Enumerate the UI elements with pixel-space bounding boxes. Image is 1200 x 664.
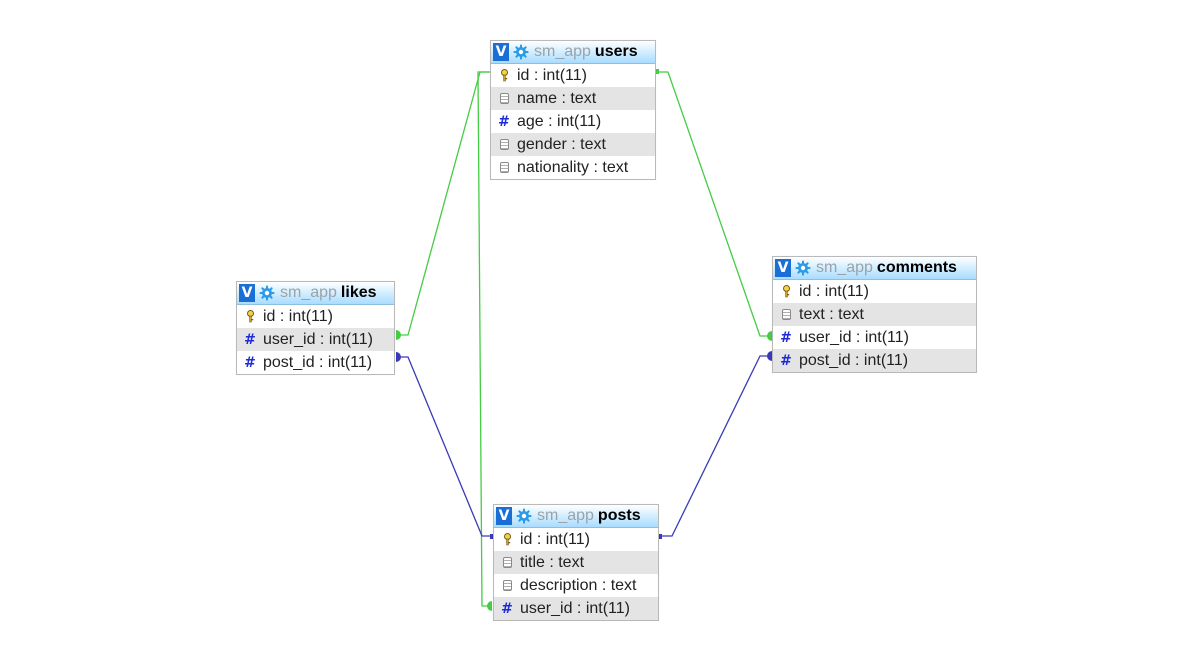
v-toggle-icon[interactable]: V [239,284,255,302]
column-list: id : int(11) title : text description : te… [494,528,658,620]
v-toggle-icon[interactable]: V [496,507,512,525]
table-likes[interactable]: V sm_app likes id : int(11) # user_id : in… [236,281,395,375]
table-column-row[interactable]: id : int(11) [491,64,655,87]
column-label: post_id : int(11) [263,353,373,371]
document-icon [500,555,514,571]
table-column-row[interactable]: # user_id : int(11) [494,597,658,620]
table-name: likes [340,284,377,301]
table-db-name: sm_app [816,259,873,276]
table-column-row[interactable]: # user_id : int(11) [237,328,394,351]
table-header[interactable]: V sm_app likes [237,282,394,305]
key-icon [497,68,511,84]
document-icon [500,578,514,594]
table-column-row[interactable]: gender : text [491,133,655,156]
table-users[interactable]: V sm_app users id : int(11) name : text # a… [490,40,656,180]
v-toggle-icon[interactable]: V [775,259,791,277]
column-label: text : text [799,305,864,323]
table-column-row[interactable]: # age : int(11) [491,110,655,133]
table-comments[interactable]: V sm_app comments id : int(11) text : tex… [772,256,977,373]
document-icon [779,307,793,323]
table-db-name: sm_app [537,507,594,524]
table-column-row[interactable]: # user_id : int(11) [773,326,976,349]
column-label: id : int(11) [263,307,333,325]
gear-icon[interactable] [515,507,533,525]
relation-end-marker [396,352,401,362]
table-column-row[interactable]: description : text [494,574,658,597]
table-db-name: sm_app [534,43,591,60]
column-label: description : text [520,576,637,594]
table-column-row[interactable]: text : text [773,303,976,326]
column-label: id : int(11) [520,530,590,548]
key-icon [243,309,257,325]
relation-end-marker [487,601,492,611]
column-list: id : int(11) name : text # age : int(11) gen… [491,64,655,179]
hash-icon: # [780,329,792,346]
column-list: id : int(11) # user_id : int(11) # post_id :… [237,305,394,374]
document-icon [497,91,511,107]
table-column-row[interactable]: nationality : text [491,156,655,179]
table-name: comments [876,259,957,276]
column-label: name : text [517,89,597,107]
table-column-row[interactable]: # post_id : int(11) [237,351,394,374]
relation-end-marker [396,330,401,340]
hash-icon: # [501,600,513,617]
gear-icon[interactable] [258,284,276,302]
table-column-row[interactable]: id : int(11) [494,528,658,551]
column-label: gender : text [517,135,606,153]
relation-comments-post-to-posts-id[interactable] [659,355,772,537]
table-header[interactable]: V sm_app posts [494,505,658,528]
table-header[interactable]: V sm_app users [491,41,655,64]
column-label: title : text [520,553,585,571]
table-column-row[interactable]: id : int(11) [773,280,976,303]
column-label: age : int(11) [517,112,602,130]
hash-icon: # [780,352,792,369]
table-name: posts [597,507,641,524]
hash-icon: # [244,331,256,348]
column-label: id : int(11) [517,66,587,84]
relation-likes-user-to-users-id[interactable] [396,71,490,336]
column-label: user_id : int(11) [263,330,373,348]
gear-icon[interactable] [794,259,812,277]
column-list: id : int(11) text : text # user_id : int(11… [773,280,976,372]
relation-comments-user-to-users-id[interactable] [656,71,772,337]
table-db-name: sm_app [280,284,337,301]
column-label: user_id : int(11) [520,599,630,617]
hash-icon: # [498,113,510,130]
table-name: users [594,43,638,60]
table-column-row[interactable]: id : int(11) [237,305,394,328]
document-icon [497,137,511,153]
column-label: post_id : int(11) [799,351,909,369]
v-toggle-icon[interactable]: V [493,43,509,61]
column-label: user_id : int(11) [799,328,909,346]
relation-likes-post-to-posts-id[interactable] [396,356,493,537]
table-column-row[interactable]: # post_id : int(11) [773,349,976,372]
column-label: id : int(11) [799,282,869,300]
gear-icon[interactable] [512,43,530,61]
key-icon [779,284,793,300]
table-posts[interactable]: V sm_app posts id : int(11) title : text d… [493,504,659,621]
document-icon [497,160,511,176]
table-header[interactable]: V sm_app comments [773,257,976,280]
table-column-row[interactable]: name : text [491,87,655,110]
column-label: nationality : text [517,158,629,176]
key-icon [500,532,514,548]
hash-icon: # [244,354,256,371]
table-column-row[interactable]: title : text [494,551,658,574]
